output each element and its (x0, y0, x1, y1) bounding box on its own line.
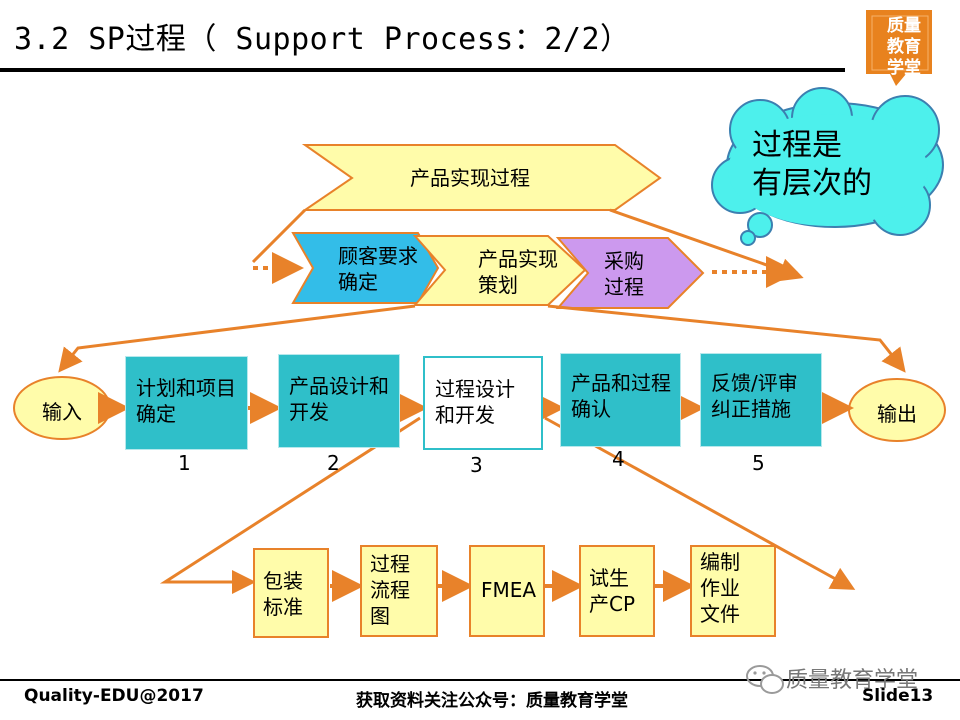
logo-line: 教育 (887, 37, 921, 57)
expand-line (251, 208, 307, 264)
expand-line (58, 304, 416, 373)
top-chevron-label: 产品实现过程 (410, 166, 530, 190)
step-number: 1 (178, 451, 191, 475)
slide-title: 3.2 SP过程（ Support Process：2/2） (14, 22, 631, 57)
chevron-customer-req-label: 顾客要求确定 (338, 244, 418, 294)
expand-line (547, 304, 906, 373)
cloud-line: 过程是 (752, 128, 842, 163)
chevron-planning-label: 产品实现策划 (478, 247, 558, 297)
step-feedback: 反馈/评审纠正措施 (700, 353, 822, 447)
cloud-callout (711, 87, 944, 246)
expand-line (159, 416, 421, 594)
chevron-purchase-label: 采购过程 (604, 249, 644, 299)
watermark-text: 质量教育学堂 (786, 668, 919, 693)
step-validation: 产品和过程确认 (560, 353, 681, 447)
footer-left: Quality-EDU@2017 (24, 686, 204, 706)
cloud-line: 有层次的 (752, 166, 872, 201)
title-underline (0, 68, 845, 72)
step-plan: 计划和项目确定 (125, 356, 248, 450)
top-chevron-shape (301, 144, 662, 211)
cloud-text: 过程是 有层次的 (752, 127, 872, 203)
output-flowchart-label: 过程流程图 (370, 552, 410, 628)
step-number: 4 (612, 447, 625, 471)
output-fmea: FMEA (469, 545, 545, 637)
wechat-icon (746, 665, 784, 694)
output-work-instructions-label: 编制作业文件 (700, 550, 740, 626)
logo-line: 质量 (887, 16, 921, 36)
output-packaging: 包装标准 (253, 548, 329, 638)
output-label: 输出 (877, 402, 917, 426)
footer-center: 获取资料关注公众号：质量教育学堂 (356, 691, 628, 711)
logo-icon (866, 10, 932, 86)
output-work-instructions: 编制作业文件 (690, 545, 776, 637)
logo-line: 学堂 (887, 58, 921, 78)
input-label: 输入 (42, 400, 82, 424)
logo-text: 质量 教育 学堂 (874, 16, 934, 79)
chevron-planning-shape (412, 235, 587, 306)
step-number: 2 (327, 451, 340, 475)
chevron-purchase-shape (555, 237, 705, 309)
expand-line (609, 208, 804, 282)
output-flowchart: 过程流程图 (360, 545, 438, 637)
step-product-design: 产品设计和开发 (278, 354, 400, 448)
output-trial-cp: 试生产CP (579, 545, 655, 637)
step-number: 3 (470, 453, 483, 477)
footer-right: Slide13 (862, 686, 934, 706)
step-number: 5 (752, 451, 765, 475)
step-process-design: 过程设计和开发 (423, 356, 543, 450)
